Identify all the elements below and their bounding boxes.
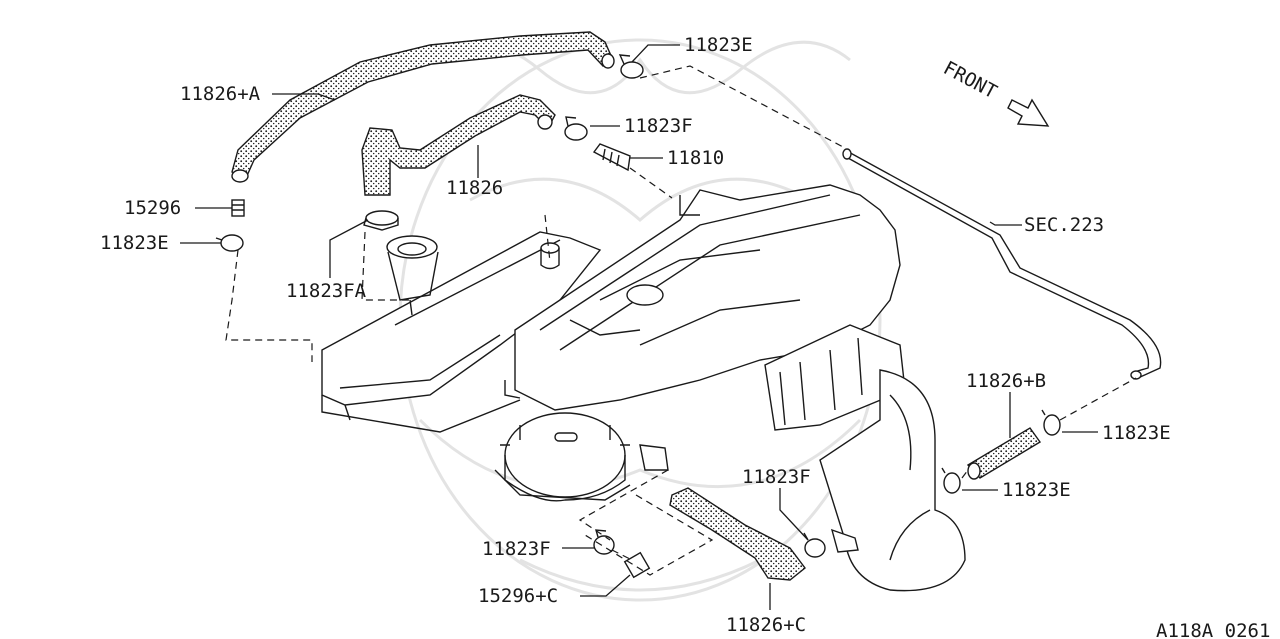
callout-label: 11823E [100,232,169,254]
hose-end [967,462,981,480]
hose-end [231,169,249,183]
callout-label: 11823E [1002,479,1071,501]
clamp-11823e-right1 [1041,409,1061,436]
callout-label: 11823F [624,115,693,137]
clip-15296-c [623,551,651,579]
callout-label: 11823F [482,538,551,560]
callout-label: 11823FA [286,280,367,302]
dash-line [639,65,846,149]
oil-filler-cap [386,235,439,316]
callout-label: 11823E [1102,422,1171,444]
watermark-emblem [398,38,882,602]
clamp-11823f-mid [803,528,859,558]
breather-tube-sec223 [842,148,1162,380]
dash-line [225,249,313,362]
pcv-valve-11810 [592,143,631,172]
dash-line [361,231,410,301]
front-indicator: FRONT [940,57,1050,127]
callout-label: 15296 [124,197,181,219]
callout-label: 11826+B [966,370,1046,392]
dash-line [584,494,714,576]
leader-lines [180,44,1098,610]
callout-label: 11826+A [180,83,261,105]
rocker-cover [321,231,602,433]
callout-label: 15296+C [478,585,558,607]
figure-code: A118A 0261 [1156,620,1270,639]
pcv-port [540,242,560,270]
dash-line [629,167,673,199]
callout-label: 11826+C [726,614,806,636]
dash-line [1059,377,1137,421]
hose-end [601,53,615,69]
callout-label: SEC.223 [1024,214,1104,236]
arrow-down-right-icon [1007,98,1050,127]
valve-unit [494,412,669,502]
clamp-11823fa [363,210,399,231]
hose-11826-c [669,487,806,581]
dash-line [544,214,551,263]
clamp-11823e-right2 [941,467,961,494]
air-duct [819,369,966,592]
callout-labels: 11823E 11826+A 11823F 11810 11826 15296 … [100,34,1171,636]
dash-line [578,469,669,541]
callout-label: 11823F [742,466,811,488]
callout-label: 11823E [684,34,753,56]
hose-11826 [361,94,556,196]
clip-15296 [231,199,245,217]
hose-end [537,114,553,130]
callout-label: 11810 [667,147,724,169]
callout-label: 11826 [446,177,503,199]
dash-line [961,469,969,479]
dash-line [611,549,633,561]
intake-manifold [504,184,901,411]
clamp-11823f-top [564,116,588,141]
front-label: FRONT [940,57,1001,103]
